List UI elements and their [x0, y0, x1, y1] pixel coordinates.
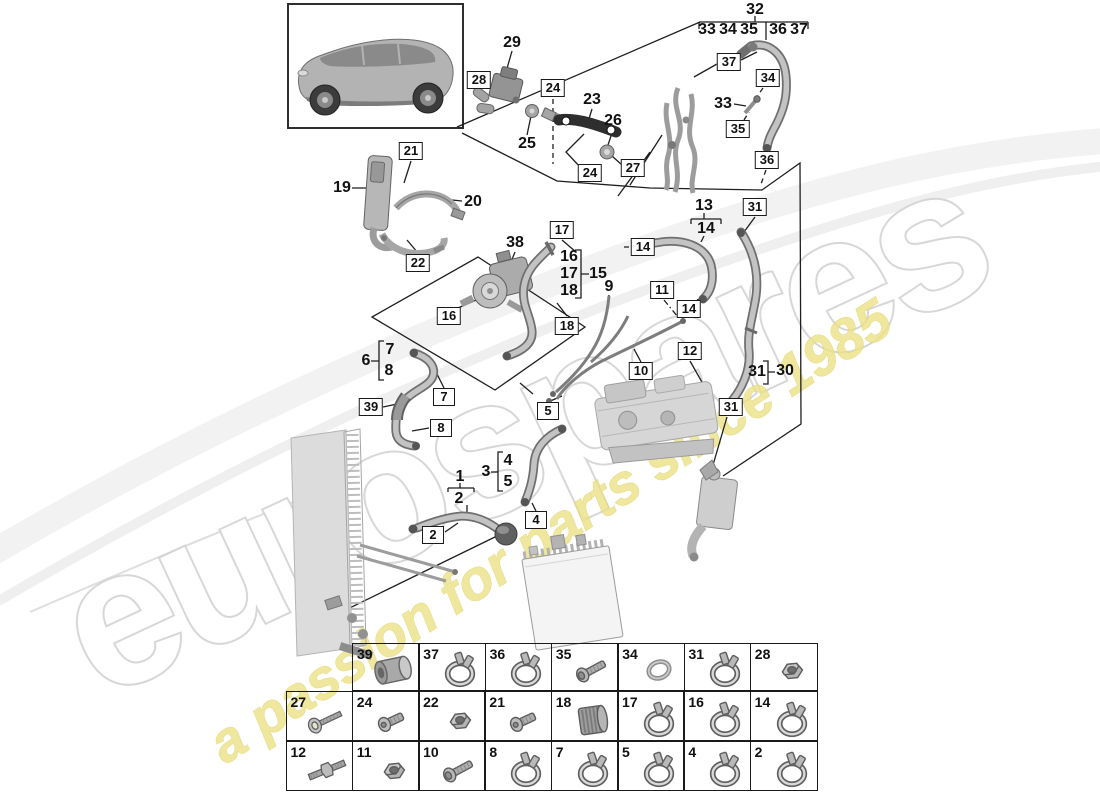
nut-part-icon — [769, 651, 815, 689]
car-illustration — [287, 3, 464, 129]
part-cell-24: 24 — [351, 691, 420, 741]
part-cell-16: 16 — [683, 691, 752, 741]
heater-pipes — [663, 87, 698, 194]
part-cell-21: 21 — [484, 691, 553, 741]
screw-part-icon — [437, 751, 483, 789]
holder-23 — [525, 104, 622, 160]
part-cell-number: 14 — [754, 694, 771, 710]
part-cell-12: 12 — [285, 741, 354, 791]
part-cell-number: 24 — [356, 694, 373, 710]
screw-part-icon — [570, 651, 616, 689]
part-cell-number: 39 — [357, 646, 373, 662]
part-cell-28: 28 — [749, 643, 818, 691]
part-cell-36: 36 — [484, 643, 553, 691]
clamp-part-icon — [503, 751, 549, 789]
leader-lines — [352, 50, 767, 533]
part-cell-number: 31 — [688, 646, 705, 662]
group-brackets — [371, 16, 809, 514]
part-cell-number: 34 — [622, 646, 638, 662]
part-cell-5: 5 — [617, 741, 685, 791]
part-cell-number: 21 — [489, 694, 505, 710]
part-cell-number: 37 — [423, 646, 439, 662]
part-cell-31: 31 — [683, 643, 752, 691]
part-cell-7: 7 — [550, 741, 619, 791]
part-cell-8: 8 — [484, 741, 553, 791]
nut-part-icon — [371, 751, 417, 789]
part-cell-18: 18 — [550, 691, 619, 741]
valve-29 — [472, 66, 524, 115]
part-cell-number: 5 — [622, 744, 630, 760]
part-cell-number: 2 — [754, 744, 763, 760]
part-cell-2: 2 — [749, 741, 818, 791]
clamp-part-icon — [437, 651, 483, 689]
part-cell-number: 18 — [555, 694, 572, 710]
part-cell-14: 14 — [749, 691, 818, 741]
part-cell-number: 35 — [555, 646, 572, 662]
part-cell-number: 7 — [555, 744, 564, 760]
clamp-part-icon — [769, 701, 815, 739]
part-cell-27: 27 — [285, 691, 354, 741]
clamp-part-icon — [769, 751, 815, 789]
part-cell-number: 12 — [290, 744, 307, 760]
clamp-part-icon — [702, 651, 748, 689]
part-cell-number: 36 — [489, 646, 506, 662]
boltL-part-icon — [304, 701, 350, 739]
clamp-part-icon — [570, 751, 616, 789]
part-cell-number: 28 — [754, 646, 771, 662]
part-cell-number: 27 — [290, 694, 307, 710]
part-cell-39: 39 — [352, 643, 420, 691]
part-cell-4: 4 — [683, 741, 752, 791]
nut-part-icon — [437, 701, 483, 739]
screwS-part-icon — [503, 701, 549, 739]
part-cell-number: 17 — [622, 694, 638, 710]
screw-33 — [743, 95, 761, 115]
coolant-pipes — [546, 295, 686, 404]
part-cell-17: 17 — [617, 691, 685, 741]
clamp-part-icon — [636, 751, 682, 789]
ring-part-icon — [636, 651, 682, 689]
part-cell-number: 22 — [423, 694, 439, 710]
part-cell-number: 16 — [688, 694, 704, 710]
bracket-31-target — [687, 459, 738, 562]
clamp-part-icon — [636, 701, 682, 739]
bracket-19 — [363, 155, 466, 258]
engine-assembly — [594, 374, 719, 464]
part-cell-34: 34 — [617, 643, 686, 691]
part-cell-11: 11 — [351, 741, 420, 791]
part-cell-22: 22 — [418, 691, 487, 741]
hoses — [391, 40, 791, 546]
part-cell-35: 35 — [550, 643, 619, 691]
screwS-part-icon — [371, 701, 417, 739]
zone-outlines — [324, 21, 802, 621]
part-cell-37: 37 — [418, 643, 487, 691]
clamp-part-icon — [702, 751, 748, 789]
stud-part-icon — [304, 751, 350, 789]
sleeve-part-icon — [371, 651, 417, 689]
part-cell-10: 10 — [418, 741, 487, 791]
part-cell-number: 11 — [356, 744, 372, 760]
part-cell-number: 8 — [489, 744, 498, 760]
part-cell-number: 4 — [688, 744, 697, 760]
clamp-part-icon — [503, 651, 549, 689]
radiator — [290, 428, 458, 660]
capSpline-part-icon — [570, 701, 616, 739]
clamp-part-icon — [702, 701, 748, 739]
part-cell-number: 10 — [423, 744, 439, 760]
